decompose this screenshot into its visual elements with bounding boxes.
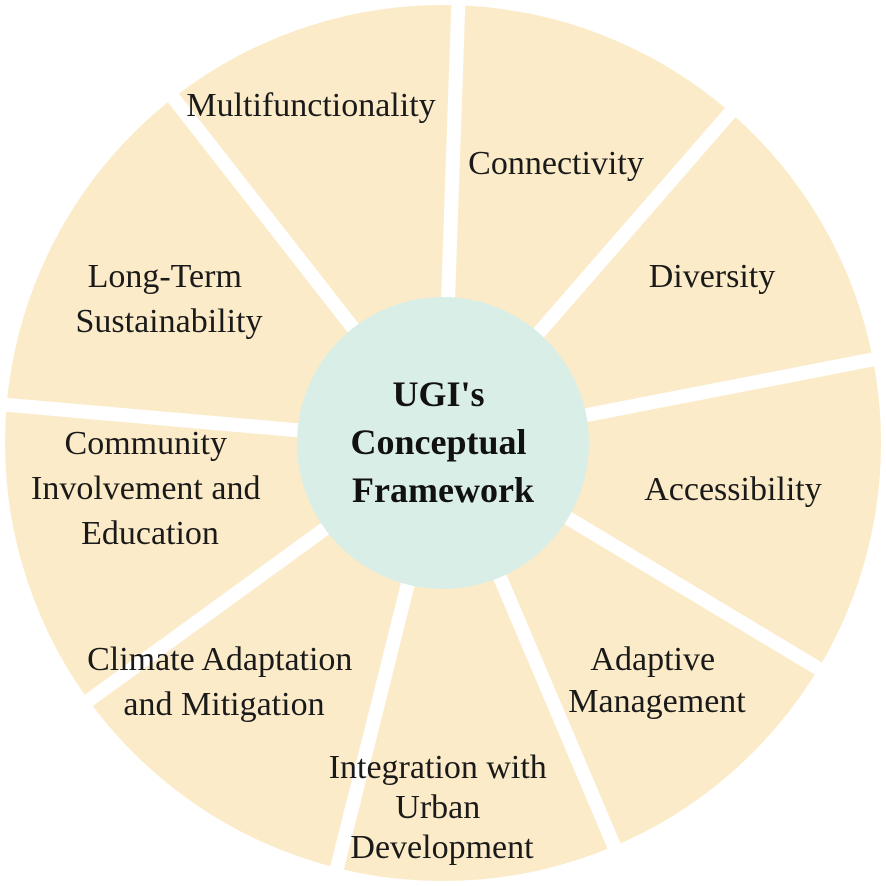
segment-label-accessibility: Accessibility [644,471,822,508]
segment-label-climate-adaptation-and-mitigation: Climate Adaptation and Mitigation [87,641,361,723]
segment-label-connectivity: Connectivity [468,145,644,182]
segment-label-long-term-sustainability: Long-Term Sustainability [76,258,263,340]
segment-label-diversity: Diversity [649,258,776,295]
labels-layer: Connectivity Diversity Accessibility Ada… [31,87,822,866]
segment-wedge-integration-with-urban-development [337,443,615,881]
segment-label-multifunctionality: Multifunctionality [186,87,435,124]
center-circle [297,297,589,589]
segment-label-community-involvement-and-education: Community Involvement and Education [31,425,269,552]
segment-label-integration-with-urban-development: Integration with Urban Development [329,749,556,866]
segment-label-adaptive-management: Adaptive Management [568,641,746,720]
center-title: UGI's Conceptual Framework [350,374,535,510]
